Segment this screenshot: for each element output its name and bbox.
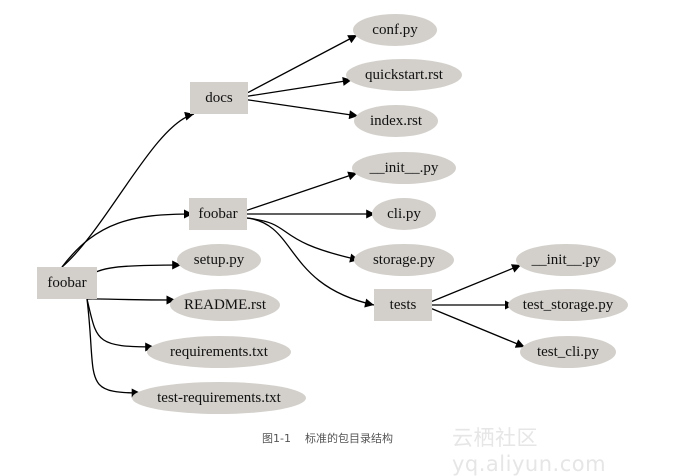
figure-caption: 图1-1 标准的包目录结构 bbox=[262, 430, 393, 446]
figure-number: 图1-1 bbox=[262, 432, 291, 445]
file-ellipse bbox=[352, 152, 456, 184]
file-ellipse bbox=[170, 289, 280, 321]
edge-docs-conf bbox=[247, 34, 358, 94]
figure-title: 标准的包目录结构 bbox=[304, 432, 393, 445]
node-req: requirements.txt bbox=[147, 336, 291, 368]
file-ellipse bbox=[372, 198, 436, 230]
node-storage: storage.py bbox=[354, 244, 454, 276]
node-testreq: test-requirements.txt bbox=[132, 382, 306, 414]
edge-root-testreq bbox=[86, 298, 141, 398]
file-ellipse bbox=[346, 59, 462, 91]
watermark: 云栖社区 yq.aliyun.com bbox=[452, 426, 607, 476]
folder-box bbox=[189, 198, 247, 230]
node-tcli: test_cli.py bbox=[520, 336, 616, 368]
edge-root-docs bbox=[61, 111, 195, 268]
node-label: __init__.py bbox=[369, 160, 439, 176]
node-index: index.rst bbox=[354, 105, 438, 137]
folder-box bbox=[374, 289, 432, 321]
node-label: README.rst bbox=[184, 297, 267, 313]
node-label: foobar bbox=[47, 275, 86, 291]
file-ellipse bbox=[354, 244, 454, 276]
node-label: conf.py bbox=[372, 22, 418, 38]
node-setup: setup.py bbox=[177, 244, 261, 276]
node-label: quickstart.rst bbox=[365, 67, 444, 83]
file-ellipse bbox=[354, 105, 438, 137]
edge-tests-tcli bbox=[431, 308, 526, 348]
node-label: setup.py bbox=[194, 252, 245, 268]
folder-box bbox=[190, 82, 248, 114]
node-label: __init__.py bbox=[531, 252, 601, 268]
edge-root-readme bbox=[86, 295, 176, 305]
edge-root-setup bbox=[86, 260, 182, 279]
node-label: requirements.txt bbox=[170, 344, 269, 360]
node-pkg: foobar bbox=[189, 198, 247, 230]
node-label: foobar bbox=[198, 206, 237, 222]
edge-pkg-tests bbox=[246, 217, 375, 308]
node-label: docs bbox=[205, 90, 233, 106]
node-tstorage: test_storage.py bbox=[508, 289, 628, 321]
file-ellipse bbox=[147, 336, 291, 368]
node-conf: conf.py bbox=[353, 14, 437, 46]
file-ellipse bbox=[132, 382, 306, 414]
node-quick: quickstart.rst bbox=[346, 59, 462, 91]
node-label: test_cli.py bbox=[537, 344, 600, 360]
edge-pkg-storage bbox=[246, 217, 360, 263]
folder-box bbox=[37, 267, 97, 299]
node-root: foobar bbox=[37, 267, 97, 299]
node-label: tests bbox=[390, 297, 417, 313]
file-ellipse bbox=[177, 244, 261, 276]
edge-docs-quick bbox=[247, 76, 352, 97]
node-init2: __init__.py bbox=[516, 244, 616, 276]
file-ellipse bbox=[353, 14, 437, 46]
node-label: test_storage.py bbox=[523, 297, 614, 313]
node-init1: __init__.py bbox=[352, 152, 456, 184]
edge-pkg-init1 bbox=[246, 171, 358, 211]
node-label: storage.py bbox=[373, 252, 436, 268]
edge-root-pkg bbox=[61, 209, 194, 268]
node-label: test-requirements.txt bbox=[157, 390, 282, 406]
node-docs: docs bbox=[190, 82, 248, 114]
node-readme: README.rst bbox=[170, 289, 280, 321]
file-ellipse bbox=[508, 289, 628, 321]
node-tests: tests bbox=[374, 289, 432, 321]
node-label: index.rst bbox=[370, 113, 423, 129]
node-label: cli.py bbox=[387, 206, 421, 222]
node-cli: cli.py bbox=[372, 198, 436, 230]
edge-docs-index bbox=[247, 99, 359, 120]
edge-tests-init2 bbox=[431, 264, 522, 303]
file-ellipse bbox=[520, 336, 616, 368]
file-ellipse bbox=[516, 244, 616, 276]
edge-root-req bbox=[86, 298, 155, 352]
